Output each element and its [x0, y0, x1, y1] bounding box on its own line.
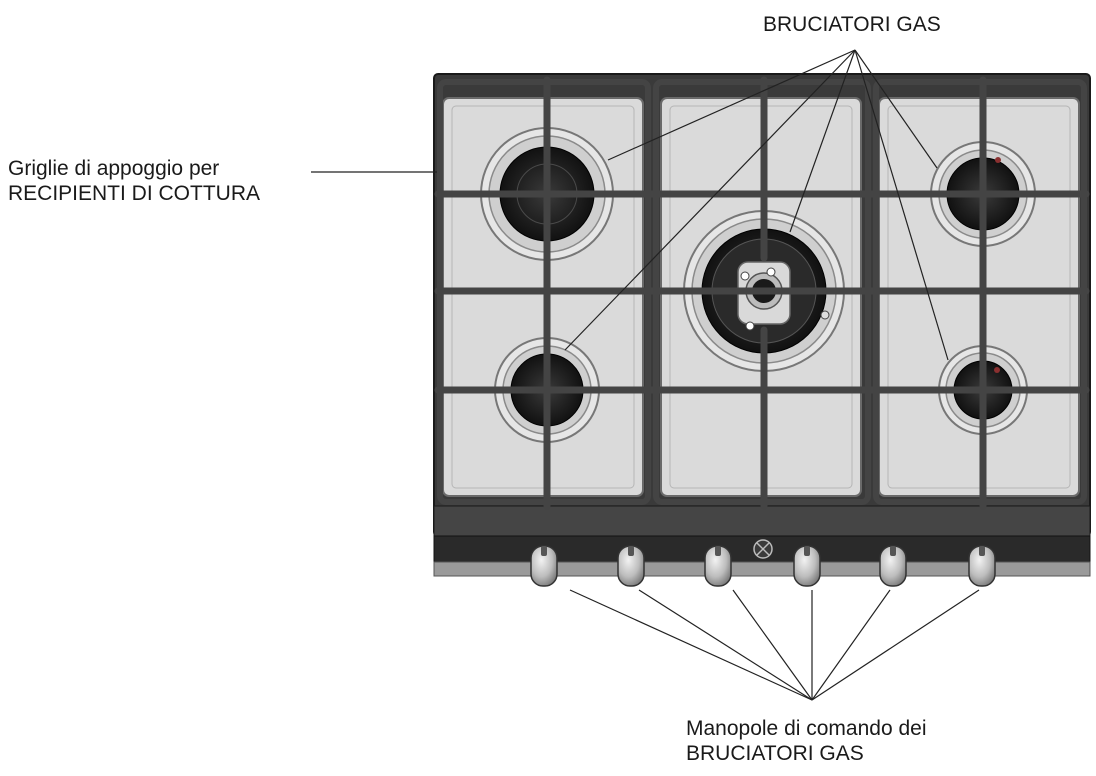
knob-2[interactable] — [617, 545, 645, 587]
pan-support-grates — [434, 76, 1090, 510]
brand-logo-icon — [753, 539, 773, 559]
front-trim — [433, 505, 1091, 537]
label-grates-line-2: RECIPIENTI DI COTTURA — [8, 182, 261, 205]
plate-inner-left — [451, 105, 635, 489]
leader-lines-knobs — [569, 589, 980, 701]
knob-1[interactable] — [530, 545, 558, 587]
knob-5[interactable] — [879, 545, 907, 587]
label-grates-line-1: Griglie di appoggio per — [8, 157, 220, 180]
label-grates: Griglie di appoggio per RECIPIENTI DI CO… — [8, 156, 260, 206]
label-burners: BRUCIATORI GAS — [763, 13, 941, 36]
knob-3[interactable] — [704, 545, 732, 587]
plate-inner-right — [887, 105, 1071, 489]
label-knobs-line-1: Manopole di comando dei — [686, 717, 927, 740]
label-knobs-line-2: BRUCIATORI GAS — [686, 742, 864, 765]
leader-lines-burners — [564, 49, 949, 361]
label-knobs: Manopole di comando dei BRUCIATORI GAS — [686, 716, 927, 766]
knob-6[interactable] — [968, 545, 996, 587]
knob-4[interactable] — [793, 545, 821, 587]
